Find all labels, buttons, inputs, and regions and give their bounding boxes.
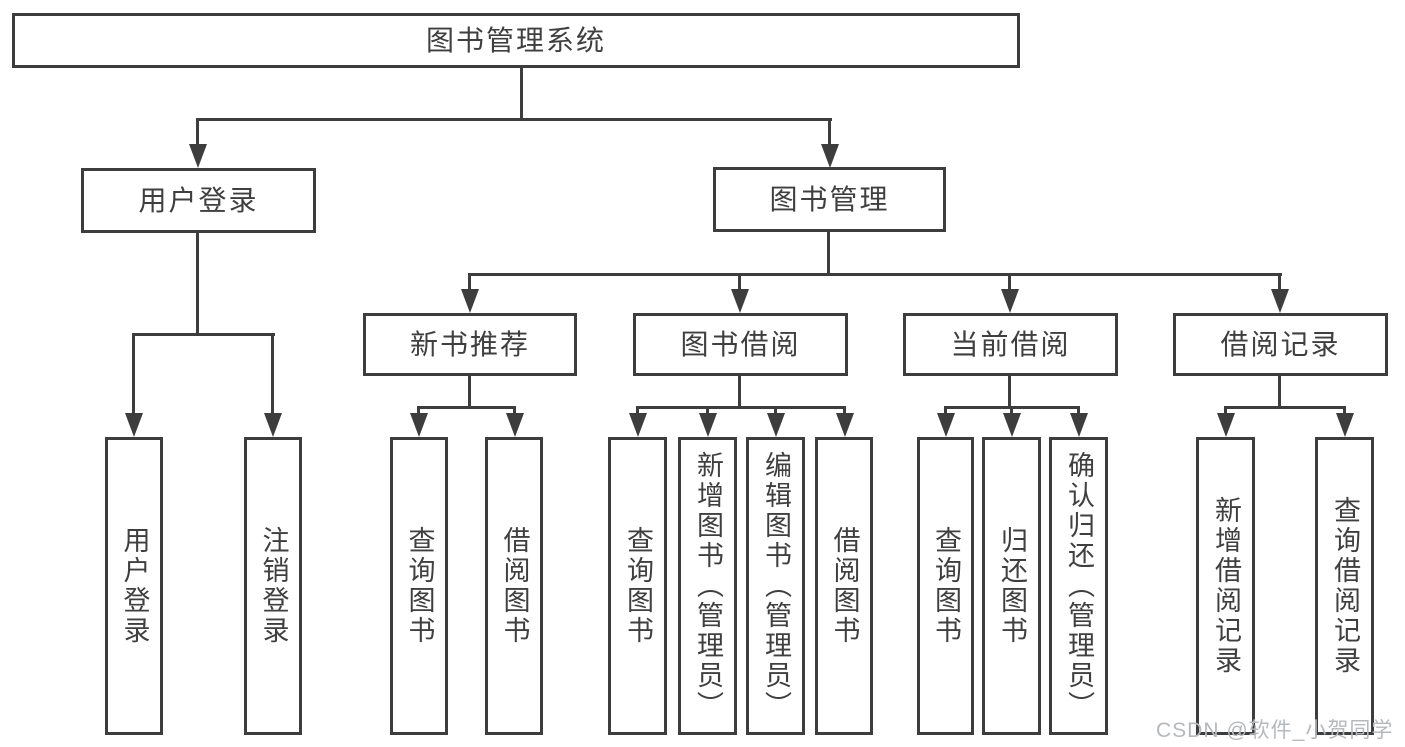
connector-arrow-line-new-book-recommend <box>468 273 471 291</box>
connector-arrow-line-nb-query <box>417 406 420 416</box>
node-borrow-records: 借阅记录 <box>1173 313 1388 376</box>
connector-book-management-stem <box>827 232 830 273</box>
node-leaf-bb-borrow-book: 借阅图书 <box>815 437 873 735</box>
connector-arrow-line-br-query <box>1343 406 1346 416</box>
node-leaf-cb-query-book: 查询图书 <box>917 437 974 735</box>
node-user-login: 用户登录 <box>81 168 316 233</box>
connector-nb-stem <box>468 376 471 406</box>
node-book-borrow: 图书借阅 <box>633 313 848 376</box>
node-root-system: 图书管理系统 <box>12 13 1020 68</box>
node-leaf-bb-query-book: 查询图书 <box>608 437 667 735</box>
arrowhead-logout <box>264 413 282 437</box>
arrowhead-new-book-recommend <box>461 289 479 313</box>
connector-root-hline <box>196 118 832 121</box>
arrowhead-login <box>125 413 143 437</box>
connector-arrow-line-current-borrow <box>1008 273 1011 291</box>
node-leaf-br-query-record: 查询借阅记录 <box>1315 437 1374 735</box>
node-leaf-user-login: 用户登录 <box>105 437 163 735</box>
connector-br-hline <box>1224 406 1346 409</box>
arrowhead-user-login <box>189 144 207 168</box>
connector-user-login-hline <box>132 333 275 336</box>
connector-br-stem <box>1278 376 1281 406</box>
connector-arrow-line-bb-query <box>636 406 639 416</box>
arrowhead-bb-query <box>629 413 647 437</box>
connector-arrow-line-cb-confirm <box>1077 406 1080 416</box>
node-leaf-nb-borrow-book: 借阅图书 <box>485 437 543 735</box>
node-leaf-bb-edit-book: 编辑图书（管理员） <box>746 437 805 735</box>
arrowhead-nb-query <box>410 413 428 437</box>
arrowhead-borrow-records <box>1271 289 1289 313</box>
connector-root-stem <box>520 68 523 120</box>
arrowhead-book-borrow <box>731 289 749 313</box>
node-leaf-logout: 注销登录 <box>244 437 302 735</box>
arrowhead-book-management <box>821 144 839 168</box>
connector-arrow-line-login <box>132 333 135 415</box>
connector-bb-stem <box>738 376 741 406</box>
connector-arrow-line-cb-return <box>1010 406 1013 416</box>
connector-arrow-line-user-login <box>196 118 199 148</box>
connector-arrow-line-bb-borrow <box>843 406 846 416</box>
connector-arrow-line-bb-add <box>706 406 709 416</box>
connector-arrow-line-bb-edit <box>774 406 777 416</box>
arrowhead-br-add <box>1217 413 1235 437</box>
connector-arrow-line-logout <box>271 333 274 415</box>
connector-nb-hline <box>417 406 516 409</box>
connector-arrow-line-cb-query <box>944 406 947 416</box>
node-book-management: 图书管理 <box>713 167 946 232</box>
connector-arrow-line-br-add <box>1224 406 1227 416</box>
csdn-watermark: CSDN @软件_小贺同学 <box>1156 719 1394 742</box>
node-leaf-bb-add-book: 新增图书（管理员） <box>678 437 737 735</box>
connector-arrow-line-book-borrow <box>738 273 741 291</box>
arrowhead-br-query <box>1336 413 1354 437</box>
connector-arrow-line-book-management <box>828 118 831 148</box>
arrowhead-nb-borrow <box>506 413 524 437</box>
connector-arrow-line-borrow-records <box>1278 273 1281 291</box>
node-leaf-nb-query-book: 查询图书 <box>390 437 448 735</box>
connector-user-login-stem <box>196 233 199 333</box>
connector-book-management-hline <box>468 273 1282 276</box>
arrowhead-bb-edit <box>767 413 785 437</box>
arrowhead-current-borrow <box>1001 289 1019 313</box>
arrowhead-bb-add <box>699 413 717 437</box>
connector-arrow-line-nb-borrow <box>513 406 516 416</box>
arrowhead-cb-confirm <box>1070 413 1088 437</box>
arrowhead-cb-return <box>1003 413 1021 437</box>
node-leaf-cb-confirm-return: 确认归还（管理员） <box>1049 437 1108 735</box>
node-leaf-cb-return-book: 归还图书 <box>982 437 1041 735</box>
arrowhead-bb-borrow <box>836 413 854 437</box>
connector-bb-hline <box>636 406 846 409</box>
node-new-book-recommend: 新书推荐 <box>363 313 577 376</box>
node-current-borrow: 当前借阅 <box>903 313 1118 376</box>
node-leaf-br-add-record: 新增借阅记录 <box>1196 437 1255 735</box>
arrowhead-cb-query <box>937 413 955 437</box>
connector-cb-stem <box>1008 376 1011 406</box>
